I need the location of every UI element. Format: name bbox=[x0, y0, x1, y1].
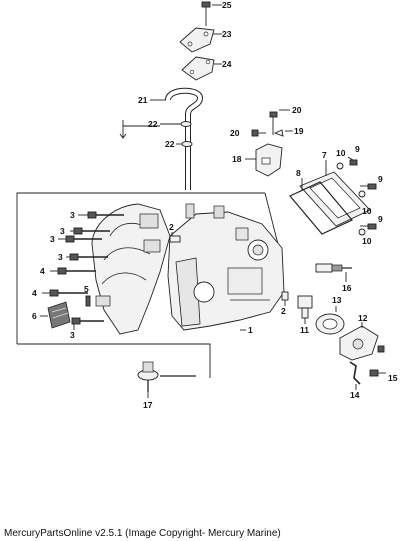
callout-22-upper[interactable]: 22 bbox=[148, 119, 158, 129]
thermostat-cover-12[interactable] bbox=[339, 325, 379, 361]
callout-7[interactable]: 7 bbox=[322, 150, 327, 160]
bracket-18[interactable] bbox=[255, 143, 283, 177]
thermostat-11[interactable] bbox=[297, 295, 313, 319]
callout-9-top[interactable]: 9 bbox=[355, 144, 360, 154]
gasket-24[interactable] bbox=[181, 56, 215, 81]
bracket-14[interactable] bbox=[349, 361, 361, 385]
hose-21[interactable] bbox=[165, 87, 204, 190]
bolt-25[interactable] bbox=[201, 1, 211, 26]
callout-20-side[interactable]: 20 bbox=[230, 128, 240, 138]
callout-10-low[interactable]: 10 bbox=[362, 236, 372, 246]
callout-13[interactable]: 13 bbox=[332, 295, 342, 305]
callout-10-mid[interactable]: 10 bbox=[362, 206, 372, 216]
bolt-4-a[interactable] bbox=[57, 267, 96, 275]
bolt-15[interactable] bbox=[369, 369, 386, 377]
spark-plug-16[interactable] bbox=[315, 263, 352, 273]
bolt-15-upper[interactable] bbox=[377, 345, 385, 353]
intake-manifold[interactable] bbox=[91, 203, 171, 335]
callout-4-b[interactable]: 4 bbox=[32, 288, 37, 298]
bolt-20-side[interactable] bbox=[251, 129, 266, 137]
callout-8[interactable]: 8 bbox=[296, 168, 301, 178]
callout-18[interactable]: 18 bbox=[232, 154, 242, 164]
callout-2-lower[interactable]: 2 bbox=[281, 306, 286, 316]
bolt-20[interactable] bbox=[269, 111, 278, 135]
gasket-8[interactable] bbox=[289, 181, 353, 235]
callout-17[interactable]: 17 bbox=[143, 400, 153, 410]
sensor-17[interactable] bbox=[137, 361, 196, 392]
bolt-4-b[interactable] bbox=[49, 289, 88, 297]
callout-9-mid[interactable]: 9 bbox=[378, 174, 383, 184]
clip-19[interactable] bbox=[273, 129, 284, 137]
cover-plate-23[interactable] bbox=[179, 27, 215, 53]
callout-2-upper[interactable]: 2 bbox=[169, 222, 174, 232]
clamp-22-lower[interactable] bbox=[181, 141, 193, 147]
bolt-3-e[interactable] bbox=[71, 317, 104, 325]
washer-10-mid[interactable] bbox=[358, 190, 366, 198]
bolt-9-low[interactable] bbox=[360, 223, 377, 230]
gasket-6[interactable] bbox=[47, 301, 71, 329]
bolt-9-mid[interactable] bbox=[360, 183, 377, 190]
callout-16[interactable]: 16 bbox=[342, 283, 352, 293]
callout-15[interactable]: 15 bbox=[388, 373, 398, 383]
image-caption: MercuryPartsOnline v2.5.1 (Image Copyrig… bbox=[4, 528, 281, 539]
callout-22-lower[interactable]: 22 bbox=[165, 139, 175, 149]
washer-10-low[interactable] bbox=[358, 228, 366, 236]
callout-6[interactable]: 6 bbox=[32, 311, 37, 321]
dowel-pin-2-upper[interactable] bbox=[169, 235, 181, 243]
bolt-9[interactable] bbox=[349, 159, 358, 166]
clamp-22[interactable] bbox=[180, 121, 192, 127]
callout-21[interactable]: 21 bbox=[138, 95, 148, 105]
cylinder-block-1[interactable] bbox=[167, 203, 285, 331]
callout-19[interactable]: 19 bbox=[294, 126, 304, 136]
callout-12[interactable]: 12 bbox=[358, 313, 368, 323]
callout-14[interactable]: 14 bbox=[350, 390, 360, 400]
callout-25[interactable]: 25 bbox=[222, 0, 232, 10]
callout-9-low[interactable]: 9 bbox=[378, 214, 383, 224]
callout-4-a[interactable]: 4 bbox=[40, 266, 45, 276]
callout-3-b[interactable]: 3 bbox=[60, 226, 65, 236]
callout-3-c[interactable]: 3 bbox=[50, 234, 55, 244]
pin-5[interactable] bbox=[85, 295, 91, 307]
callout-3-d[interactable]: 3 bbox=[58, 252, 63, 262]
washer-10[interactable] bbox=[336, 162, 344, 170]
callout-1[interactable]: 1 bbox=[248, 325, 253, 335]
callout-3-a[interactable]: 3 bbox=[70, 210, 75, 220]
gasket-13[interactable] bbox=[315, 313, 345, 335]
callout-11[interactable]: 11 bbox=[300, 325, 309, 335]
dowel-pin-2-lower[interactable] bbox=[281, 291, 289, 301]
callout-24[interactable]: 24 bbox=[222, 59, 232, 69]
callout-10-top[interactable]: 10 bbox=[336, 148, 346, 158]
callout-3-e[interactable]: 3 bbox=[70, 330, 75, 340]
callout-23[interactable]: 23 bbox=[222, 29, 232, 39]
callout-5[interactable]: 5 bbox=[84, 284, 89, 294]
callout-20-top[interactable]: 20 bbox=[292, 105, 302, 115]
